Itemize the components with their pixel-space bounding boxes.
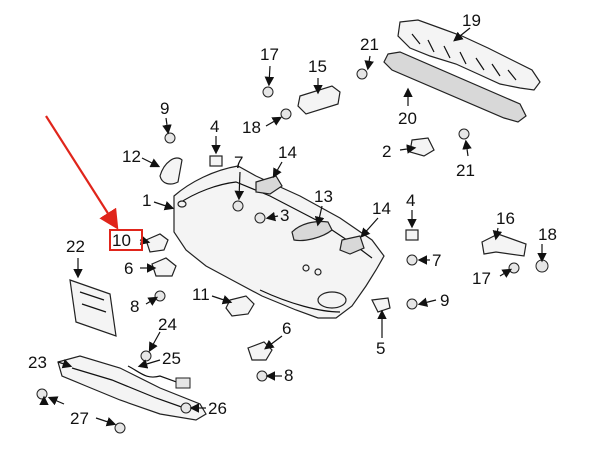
screw-17-upper-part <box>262 86 274 98</box>
bracket-5-part <box>371 297 391 313</box>
callout-7-right: 7 <box>432 251 441 270</box>
callout-4-upper: 4 <box>210 117 219 136</box>
callout-11: 11 <box>192 285 210 304</box>
reflector-part <box>225 295 255 317</box>
callout-20: 20 <box>398 109 417 128</box>
callout-25: 25 <box>162 349 181 368</box>
callout-13: 13 <box>314 187 333 206</box>
retainer-14-lower-part <box>339 235 365 255</box>
upper-bracket-15-part <box>297 85 341 115</box>
side-cover-part <box>159 157 183 185</box>
screw-8-left-part <box>154 290 166 302</box>
callout-2: 2 <box>382 142 391 161</box>
callout-27: 27 <box>70 409 89 428</box>
license-bracket-part <box>69 279 117 337</box>
callout-5: 5 <box>376 339 385 358</box>
clip-4-upper-part <box>209 155 223 167</box>
bumper-reinforcement-part <box>383 51 527 123</box>
callout-9-right: 9 <box>440 291 449 310</box>
callout-17-right: 17 <box>472 269 491 288</box>
retainer-14-upper-part <box>255 175 283 195</box>
bracket-2-part <box>409 137 435 157</box>
side-bracket-16-part <box>481 233 527 257</box>
callout-18-right: 18 <box>538 225 557 244</box>
screw-9-right-part <box>406 298 418 310</box>
clip-4-right-part <box>405 229 419 241</box>
leader-lines <box>39 27 547 427</box>
screw-3-part <box>254 212 266 224</box>
bracket-10-part <box>145 233 169 253</box>
callout-1: 1 <box>142 191 151 210</box>
retainer-6-right-part <box>247 341 273 361</box>
callout-6-right: 6 <box>282 319 291 338</box>
highlight-box <box>109 229 143 251</box>
screw-7-right-part <box>406 254 418 266</box>
retainer-6-left-part <box>151 257 177 277</box>
callout-6-left: 6 <box>124 259 133 278</box>
callout-17-upper: 17 <box>260 45 279 64</box>
callout-9-upper: 9 <box>160 99 169 118</box>
callout-labels: 19 21 17 15 20 9 18 4 12 7 14 2 21 1 13 … <box>28 11 557 428</box>
screw-7-left-part <box>232 200 244 212</box>
callout-18-upper: 18 <box>242 118 261 137</box>
bumper-cover-part <box>173 165 385 319</box>
lower-undercover-part <box>57 355 207 421</box>
callout-12: 12 <box>122 147 141 166</box>
callout-22: 22 <box>66 237 85 256</box>
callout-7-upper: 7 <box>234 153 243 172</box>
bolt-21-upper-part <box>356 68 368 80</box>
callout-24: 24 <box>158 315 177 334</box>
screw-24-part <box>140 350 152 362</box>
callout-3: 3 <box>280 206 289 225</box>
callout-8-right: 8 <box>284 366 293 385</box>
callout-21-lower: 21 <box>456 161 475 180</box>
screw-27-left-part <box>36 388 48 400</box>
clip-25-part <box>175 377 191 389</box>
callout-8-left: 8 <box>130 297 139 316</box>
screw-17-right-part <box>508 262 520 274</box>
screw-8-right-part <box>256 370 268 382</box>
callout-15: 15 <box>308 57 327 76</box>
callout-23: 23 <box>28 353 47 372</box>
screw-9-upper-part <box>164 132 176 144</box>
screw-18-upper-part <box>280 108 292 120</box>
callout-21-upper: 21 <box>360 35 379 54</box>
red-pointer-arrow <box>45 115 119 230</box>
screw-26-part <box>180 402 192 414</box>
callout-19: 19 <box>462 11 481 30</box>
cable-25-part <box>127 365 183 385</box>
callout-16: 16 <box>496 209 515 228</box>
screw-27-right-part <box>114 422 126 434</box>
callout-14-lower: 14 <box>372 199 391 218</box>
screw-18-right-part <box>535 259 549 273</box>
callout-10: 10 <box>112 231 131 250</box>
callout-26: 26 <box>208 399 227 418</box>
bolt-21-lower-part <box>458 128 470 140</box>
callout-4-right: 4 <box>406 191 415 210</box>
callout-14-upper: 14 <box>278 143 297 162</box>
